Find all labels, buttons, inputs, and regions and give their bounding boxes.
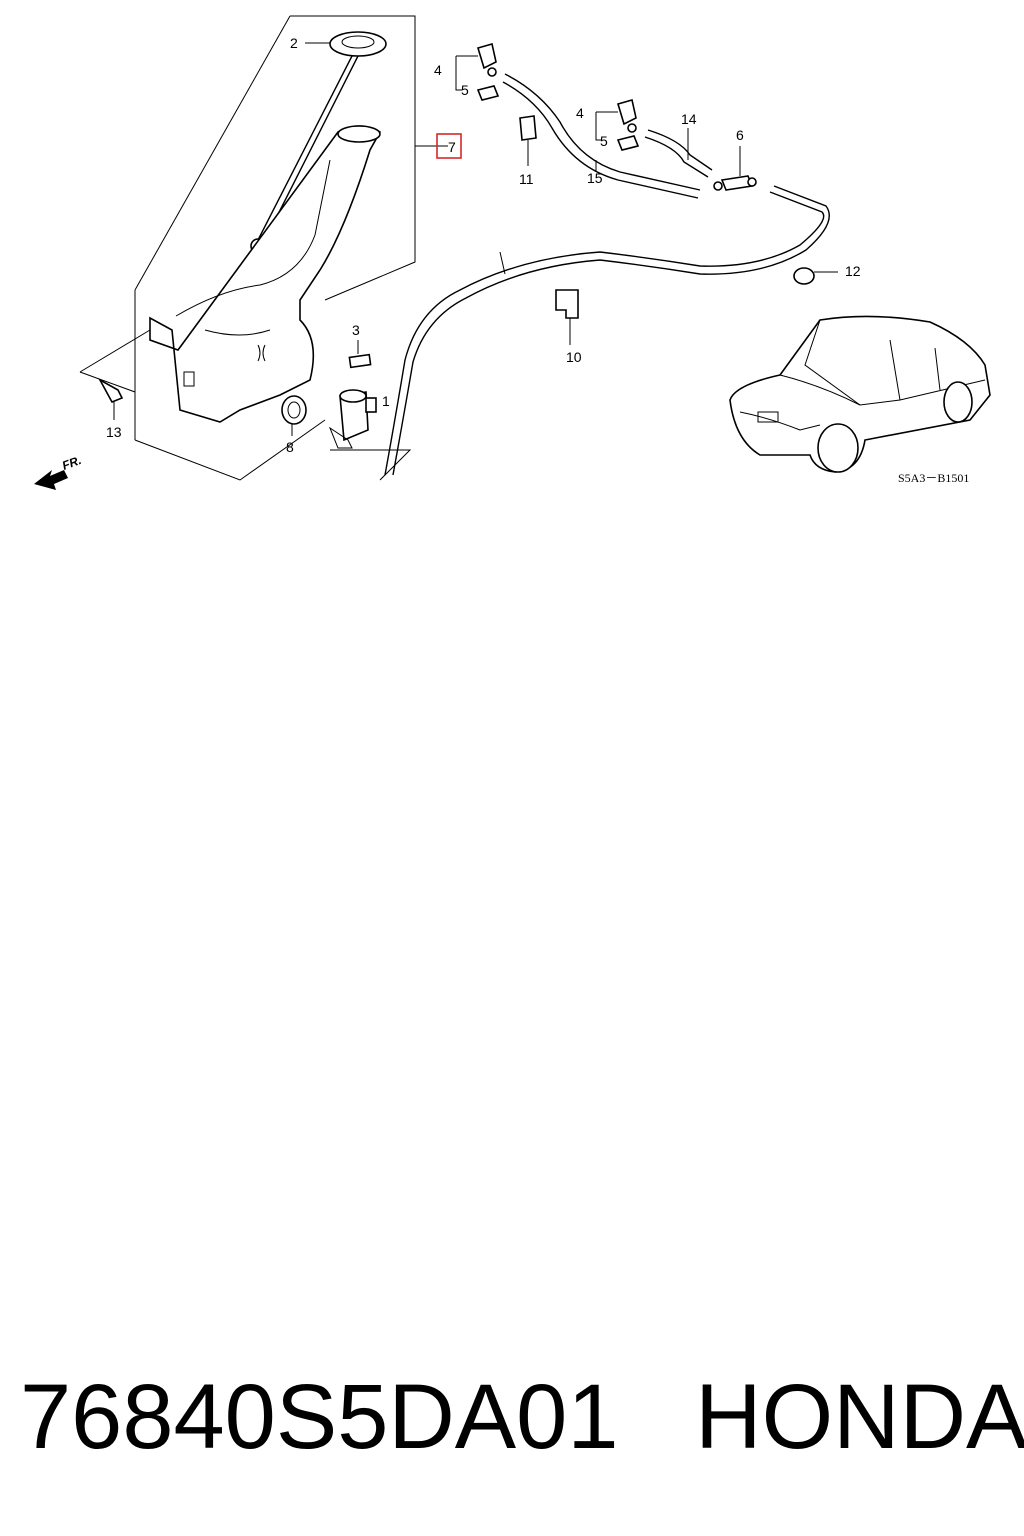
long-hose bbox=[384, 191, 825, 476]
washer-nozzle-right bbox=[617, 98, 637, 126]
callout-5-right: 5 bbox=[600, 133, 608, 149]
diagram-code: S5A3－B1501 bbox=[898, 471, 969, 485]
bracket-line bbox=[79, 329, 151, 373]
part-number-title: 76840S5DA01 HONDA bbox=[20, 1366, 1024, 1468]
callout-4-left: 4 bbox=[434, 62, 442, 78]
hose-clip-10 bbox=[519, 115, 537, 141]
hose-13 bbox=[647, 129, 713, 171]
seal bbox=[348, 353, 372, 369]
vehicle-illustration bbox=[729, 315, 991, 473]
bolt bbox=[97, 377, 124, 404]
callout-1: 1 bbox=[382, 393, 390, 409]
front-arrow bbox=[34, 470, 68, 490]
grommet bbox=[281, 395, 307, 425]
callout-14: 15 bbox=[587, 170, 603, 186]
assembly-bracket-left bbox=[134, 15, 291, 291]
callout-2: 2 bbox=[290, 35, 298, 51]
washer-nozzle-left bbox=[477, 42, 497, 70]
front-marker-label: FR. bbox=[60, 453, 83, 473]
packing-left bbox=[476, 85, 500, 101]
hose-14 bbox=[504, 73, 701, 191]
callout-5-left: 5 bbox=[461, 82, 469, 98]
hose-clamp-11 bbox=[793, 267, 815, 285]
callout-10: 11 bbox=[519, 171, 534, 187]
assembly-bracket bbox=[290, 15, 416, 301]
hose-clip-9 bbox=[555, 289, 579, 319]
callout-6: 6 bbox=[736, 127, 744, 143]
callout-12: 13 bbox=[106, 424, 122, 440]
packing-right bbox=[616, 135, 640, 151]
callout-4-right: 4 bbox=[576, 105, 584, 121]
callout-13: 14 bbox=[681, 111, 697, 127]
callout-11: 12 bbox=[845, 263, 861, 279]
callout-8: 8 bbox=[286, 439, 294, 455]
parts-diagram: 2 4 5 4 5 14 6 7 11 15 12 3 10 1 8 13 FR… bbox=[34, 15, 991, 490]
callout-3: 3 bbox=[352, 322, 360, 338]
callout-9: 10 bbox=[566, 349, 582, 365]
callout-7: 7 bbox=[448, 139, 456, 155]
assembly-bracket-bottom bbox=[134, 419, 326, 481]
callout-7-highlight bbox=[436, 133, 462, 159]
